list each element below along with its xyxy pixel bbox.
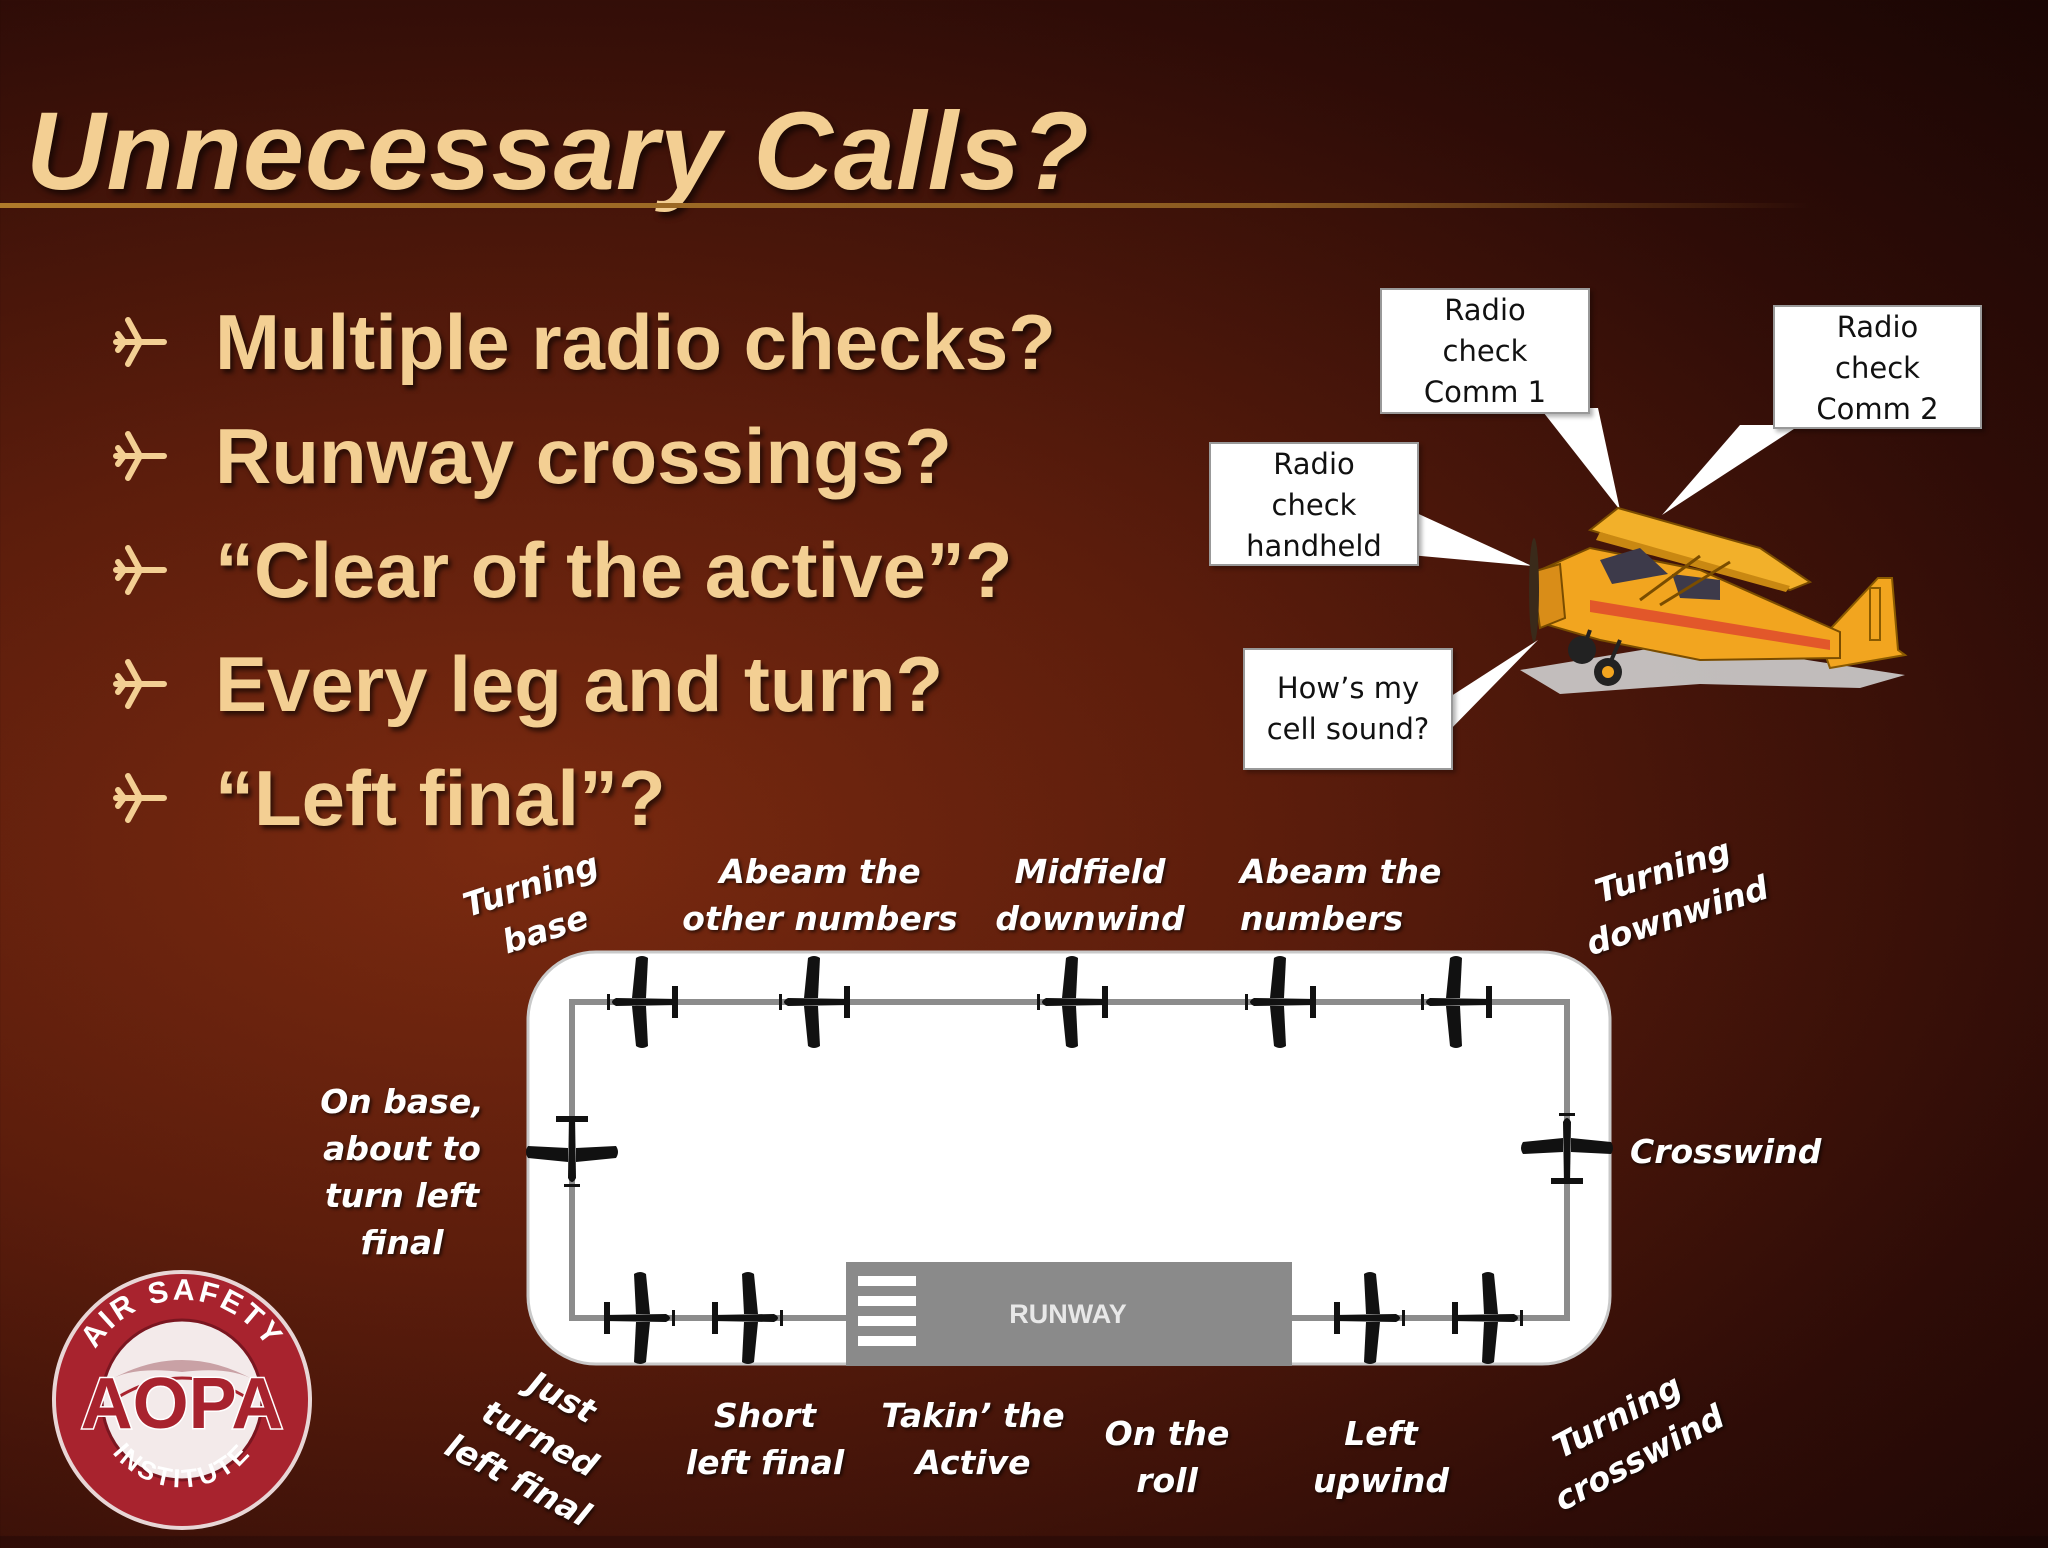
- callout-tail-cell: [1445, 640, 1538, 735]
- label-on-the-roll: On the roll: [1104, 1414, 1230, 1500]
- callout-radio-check-handheld: Radio check handheld: [1209, 442, 1419, 566]
- bullet-list: Multiple radio checks? Runway crossings?…: [110, 285, 1056, 855]
- airplane-icon: [113, 773, 167, 823]
- label-short-left-final: Short left final: [685, 1396, 845, 1482]
- bullet-item: “Left final”?: [110, 741, 1056, 855]
- label-left-upwind: Left upwind: [1312, 1414, 1450, 1500]
- label-midfield-downwind: Midfield downwind: [995, 852, 1185, 938]
- label-abeam-the-numbers: Abeam the numbers: [1240, 852, 1442, 938]
- airplane-icon: [113, 545, 167, 595]
- label-takin-the-active: Takin’ the Active: [881, 1396, 1065, 1482]
- bullet-item: Runway crossings?: [110, 399, 1056, 513]
- airplane-icon: [113, 317, 167, 367]
- callout-tail-comm1: [1540, 408, 1620, 510]
- callout-cell-sound: How’s my cell sound?: [1243, 648, 1453, 770]
- callout-tail-handheld: [1410, 510, 1532, 566]
- bullet-item: Multiple radio checks?: [110, 285, 1056, 399]
- bullet-text: Runway crossings?: [215, 411, 952, 500]
- callout-tail-comm2: [1662, 425, 1800, 515]
- slide-title: Unnecessary Calls?: [26, 90, 1090, 213]
- title-underline: [0, 203, 1810, 208]
- label-on-base: On base, about to turn left final: [320, 1082, 484, 1262]
- bullet-text: Multiple radio checks?: [215, 297, 1056, 386]
- bullet-text: “Clear of the active”?: [215, 525, 1013, 614]
- runway-label: RUNWAY: [1009, 1299, 1127, 1329]
- label-crosswind: Crosswind: [1630, 1132, 1822, 1171]
- airplane-icon: [113, 431, 167, 481]
- runway: [846, 1262, 1292, 1366]
- airplane-icon: [113, 659, 167, 709]
- runway-threshold-marks: [858, 1276, 916, 1346]
- logo-main-text: AOPA: [81, 1364, 284, 1444]
- bullet-item: “Clear of the active”?: [110, 513, 1056, 627]
- label-abeam-other-numbers: Abeam the other numbers: [682, 852, 958, 938]
- bullet-text: “Left final”?: [215, 753, 666, 842]
- callout-radio-check-comm1: Radio check Comm 1: [1380, 288, 1590, 414]
- cub-airplane-icon: [1529, 506, 1908, 686]
- bullet-text: Every leg and turn?: [215, 639, 944, 728]
- bullet-item: Every leg and turn?: [110, 627, 1056, 741]
- callout-radio-check-comm2: Radio check Comm 2: [1773, 305, 1982, 429]
